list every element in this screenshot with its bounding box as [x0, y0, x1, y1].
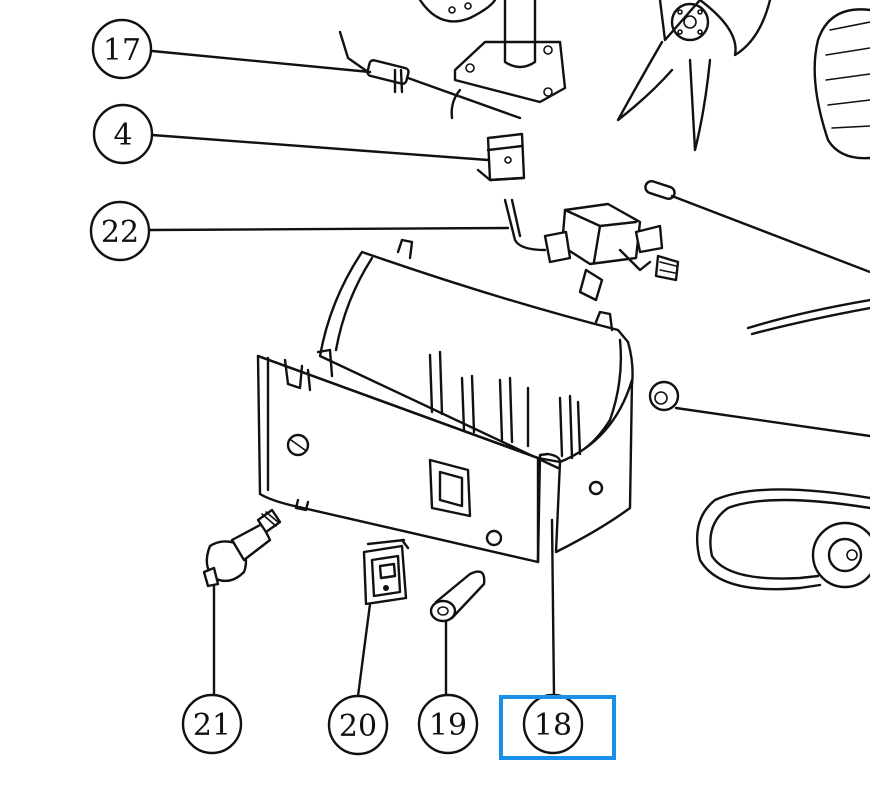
- fan-blade-assembly: [616, 0, 772, 152]
- leader-lines: [148, 49, 556, 698]
- part-4-bracket: [476, 132, 526, 182]
- callout-4: 4: [92, 103, 154, 165]
- part-18-base-housing: [256, 238, 634, 564]
- callout-19: 19: [417, 693, 479, 755]
- callout-18-highlight-box: [499, 695, 616, 760]
- callout-4-label: 4: [113, 118, 132, 153]
- callout-22: 22: [89, 200, 151, 262]
- callout-22-label: 22: [101, 215, 139, 250]
- part-19-bushing: [429, 570, 486, 623]
- part-21-knob: [202, 508, 282, 588]
- tube-fitting-right: [644, 180, 870, 274]
- callout-17: 17: [91, 18, 153, 80]
- callout-20-label: 20: [339, 709, 377, 744]
- callout-20: 20: [327, 694, 389, 756]
- callout-19-label: 19: [429, 708, 467, 743]
- grommet-right: [648, 380, 870, 438]
- hose-coil-right: [696, 488, 870, 591]
- part-22-solenoid-valve: [503, 198, 680, 302]
- callout-17-label: 17: [103, 33, 141, 68]
- wire-right: [746, 298, 870, 336]
- fan-blade-left-fragment: [418, 0, 497, 23]
- callout-21: 21: [181, 693, 243, 755]
- part-20-rocker-switch: [362, 538, 410, 606]
- stand-post: [453, 0, 567, 104]
- part-17-rod-sensor: [338, 30, 522, 120]
- callout-18: 18: [522, 693, 584, 755]
- motor-fragment: [813, 8, 870, 160]
- callout-21-label: 21: [193, 708, 231, 743]
- callout-18-label: 18: [534, 708, 572, 743]
